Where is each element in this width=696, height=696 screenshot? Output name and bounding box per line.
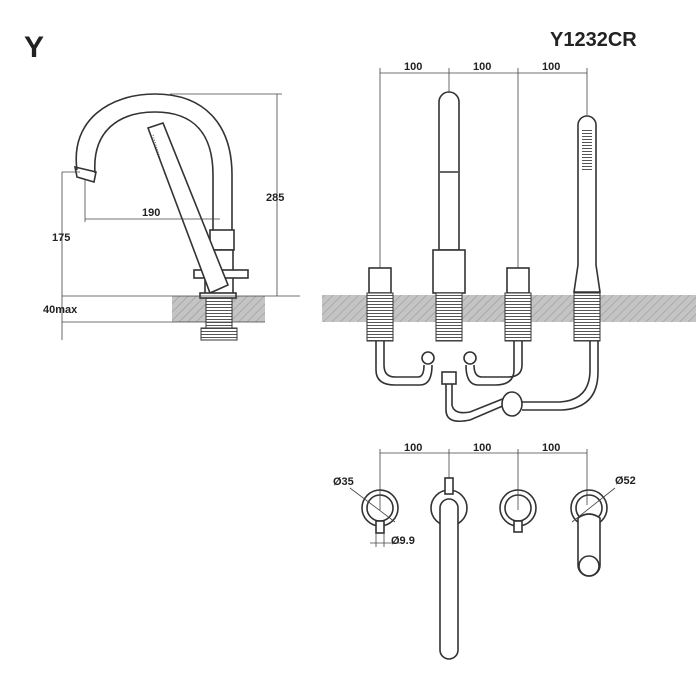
spout-inner: [94, 111, 214, 230]
dim-190: 190: [142, 207, 160, 219]
dim-100-a: 100: [404, 61, 422, 73]
spout-plan: [439, 498, 459, 660]
spout-outer: [75, 93, 233, 230]
dim-285: 285: [266, 192, 284, 204]
dim-100-b: 100: [473, 61, 491, 73]
dim-diameter-52: Ø52: [615, 475, 636, 487]
dim-40max: 40max: [43, 304, 78, 316]
lock-nut: [200, 327, 238, 341]
deck-flange: [199, 292, 237, 299]
dim-100-c: 100: [542, 442, 560, 454]
connection-hoses: [375, 341, 599, 423]
shower-nozzles: [152, 134, 166, 176]
side-view: 285 175 190 40max: [43, 93, 300, 341]
left-handle: [368, 267, 392, 294]
shower-nozzles: [582, 130, 592, 170]
dim-100-c: 100: [542, 61, 560, 73]
right-lever: [513, 520, 523, 533]
dim-diameter-35: Ø35: [333, 476, 354, 488]
hand-shower: [573, 115, 601, 293]
left-lever: [375, 520, 385, 534]
dim-diameter-9-9: Ø9.9: [391, 535, 415, 547]
threaded-shanks: [366, 292, 601, 342]
threaded-shank: [205, 297, 233, 329]
hand-shower: [146, 122, 230, 295]
brand-logo: Y: [24, 31, 44, 64]
dim-100-b: 100: [473, 442, 491, 454]
spout: [438, 91, 460, 251]
spout-tip: [73, 165, 97, 184]
spout-base: [432, 249, 466, 294]
plan-view: 100 100 100 Ø35 Ø9.9 Ø52: [333, 442, 636, 660]
dim-175: 175: [52, 232, 70, 244]
model-code: Y1232CR: [550, 29, 637, 51]
shower-plan: [577, 513, 601, 577]
right-handle: [506, 267, 530, 294]
dim-100-a: 100: [404, 442, 422, 454]
front-view: 100 100 100: [322, 61, 696, 423]
